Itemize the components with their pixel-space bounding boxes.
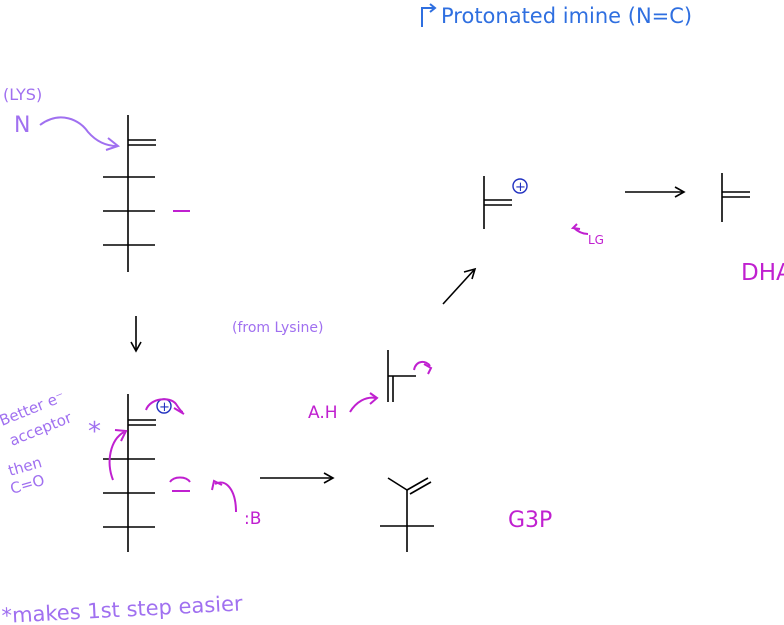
lys-label: (LYS): [3, 85, 42, 104]
svg-text:+: +: [515, 180, 526, 195]
reaction-arrow-up: [443, 269, 475, 304]
reaction-arrow-down: [131, 316, 141, 351]
n-label: N: [14, 113, 30, 138]
better-acceptor-note: Better e⁻ acceptor then C=O: [0, 387, 75, 498]
footnote: *makes 1st step easier: [1, 591, 243, 625]
reaction-arrow-right-2: [625, 187, 684, 197]
protonated-imine-text: Protonated imine (N=C): [441, 4, 692, 28]
fischer-projection-substrate: [103, 115, 156, 272]
acid-label: A.H: [308, 403, 338, 423]
dhap-label: DHAP: [741, 260, 784, 286]
base-label: :B: [244, 509, 261, 529]
iminium-intermediate: [484, 176, 512, 229]
from-lysine-note: (from Lysine): [232, 320, 323, 336]
nucleophilic-attack-arrow: [40, 117, 117, 146]
base-attack-arrow: [215, 482, 236, 512]
star-mark: *: [88, 417, 101, 447]
lg-label: LG: [588, 233, 604, 247]
g3p-label: G3P: [508, 508, 552, 533]
enamine-intermediate: [388, 350, 416, 402]
protonated-imine-note: Protonated imine (N=C): [422, 4, 692, 28]
lone-pair-arc: [170, 478, 190, 483]
g3p-structure: [380, 478, 434, 552]
reaction-arrow-right: [260, 473, 333, 483]
dhap-structure: [722, 173, 750, 222]
acid-arrow: [350, 398, 376, 412]
plus-sign: +: [159, 400, 170, 415]
hook-arrow-icon: [422, 4, 435, 27]
